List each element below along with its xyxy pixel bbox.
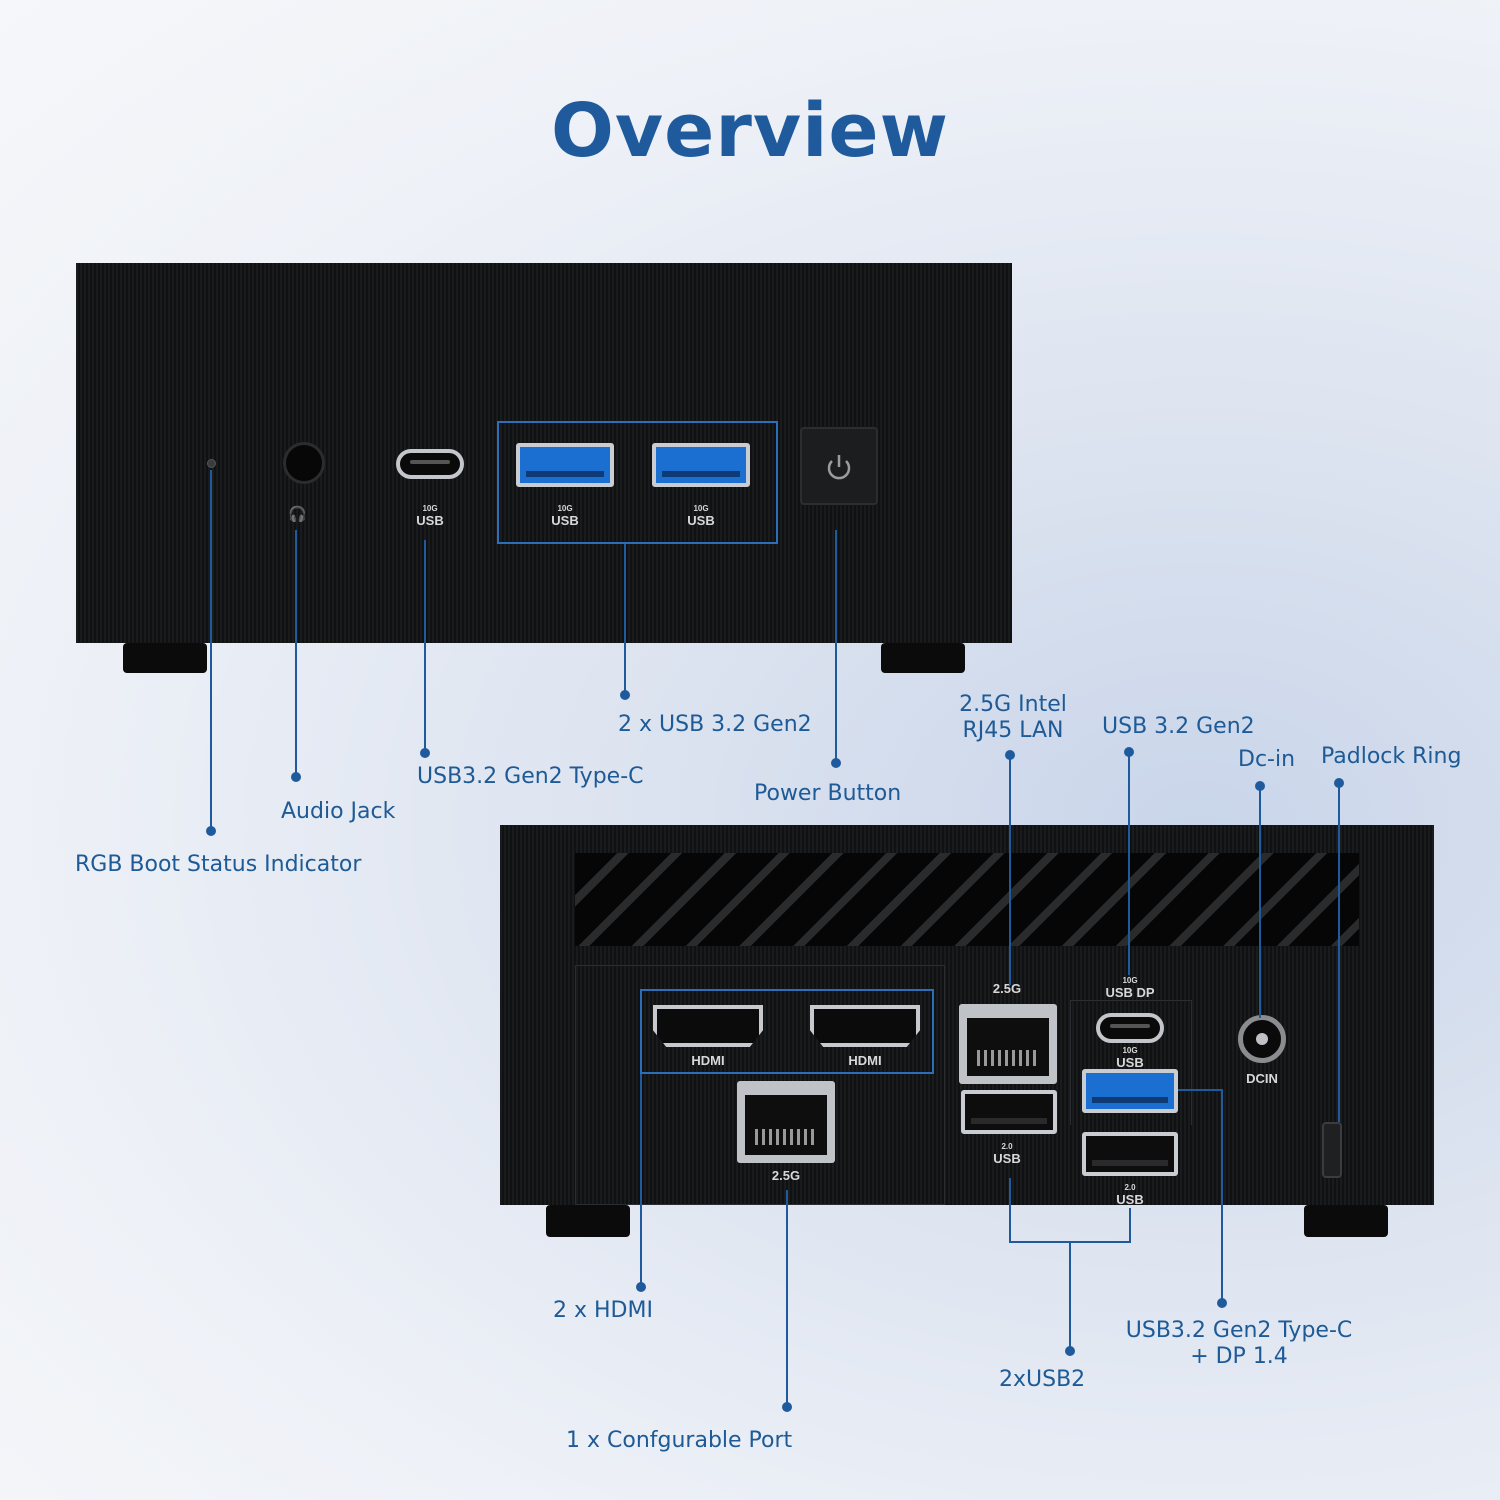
rear-foot-left bbox=[546, 1205, 630, 1237]
label-typec-dp-line1: USB3.2 Gen2 Type-C bbox=[1125, 1318, 1353, 1343]
hdmi-2-marking: HDMI bbox=[848, 1053, 882, 1068]
configurable-port-marking: 2.5G bbox=[771, 1168, 801, 1183]
label-typec-dp: USB3.2 Gen2 Type-C + DP 1.4 bbox=[1118, 1318, 1360, 1370]
label-usb2: 2xUSB2 bbox=[999, 1367, 1086, 1392]
front-usba-port-2 bbox=[652, 443, 750, 487]
lan-marking: 2.5G bbox=[992, 981, 1022, 996]
io-plate-left bbox=[575, 965, 945, 1205]
power-button[interactable] bbox=[800, 427, 878, 505]
io-plate-usbc-frame bbox=[1070, 1000, 1192, 1125]
rear-typec-port bbox=[1096, 1013, 1164, 1043]
configurable-port bbox=[737, 1081, 835, 1163]
dcin-port bbox=[1238, 1015, 1286, 1063]
audio-jack bbox=[283, 442, 325, 484]
front-usba-port-1 bbox=[516, 443, 614, 487]
label-lan-line2: RJ45 LAN bbox=[962, 718, 1064, 743]
rear-vent bbox=[575, 853, 1359, 946]
front-foot-right bbox=[881, 643, 965, 673]
front-foot-left bbox=[123, 643, 207, 673]
rear-usba-port bbox=[1082, 1069, 1178, 1113]
label-typec-dp-line2: + DP 1.4 bbox=[1190, 1344, 1288, 1369]
label-power-button: Power Button bbox=[754, 781, 902, 806]
label-front-typec: USB3.2 Gen2 Type-C bbox=[417, 764, 644, 789]
label-usb-pair: 2 x USB 3.2 Gen2 bbox=[618, 712, 812, 737]
lan-port bbox=[959, 1004, 1057, 1084]
rear-foot-right bbox=[1304, 1205, 1388, 1237]
hdmi-port-2 bbox=[810, 1005, 920, 1047]
label-lan: 2.5G Intel RJ45 LAN bbox=[950, 692, 1076, 744]
usb2-port-2 bbox=[1082, 1132, 1178, 1176]
label-lan-line1: 2.5G Intel bbox=[959, 692, 1067, 717]
headset-icon: 🎧 bbox=[288, 506, 307, 523]
hdmi-outline bbox=[640, 989, 934, 1074]
page-title: Overview bbox=[551, 88, 949, 174]
label-usb32: USB 3.2 Gen2 bbox=[1102, 714, 1255, 739]
usb-pair-outline bbox=[497, 421, 778, 544]
power-icon bbox=[827, 455, 851, 480]
hdmi-1-marking: HDMI bbox=[691, 1053, 725, 1068]
padlock-ring bbox=[1322, 1122, 1342, 1178]
rgb-indicator-led bbox=[207, 459, 216, 468]
label-hdmi: 2 x HDMI bbox=[553, 1298, 653, 1323]
usb2-port-1 bbox=[961, 1090, 1057, 1134]
label-padlock: Padlock Ring bbox=[1321, 744, 1462, 769]
label-audio-jack: Audio Jack bbox=[281, 799, 396, 824]
front-typec-port bbox=[396, 449, 464, 479]
dcin-marking: DCIN bbox=[1246, 1071, 1278, 1086]
label-config-port: 1 x Confgurable Port bbox=[566, 1428, 793, 1453]
hdmi-port-1 bbox=[653, 1005, 763, 1047]
label-rgb-indicator: RGB Boot Status Indicator bbox=[75, 852, 362, 877]
label-dcin: Dc-in bbox=[1238, 747, 1296, 772]
